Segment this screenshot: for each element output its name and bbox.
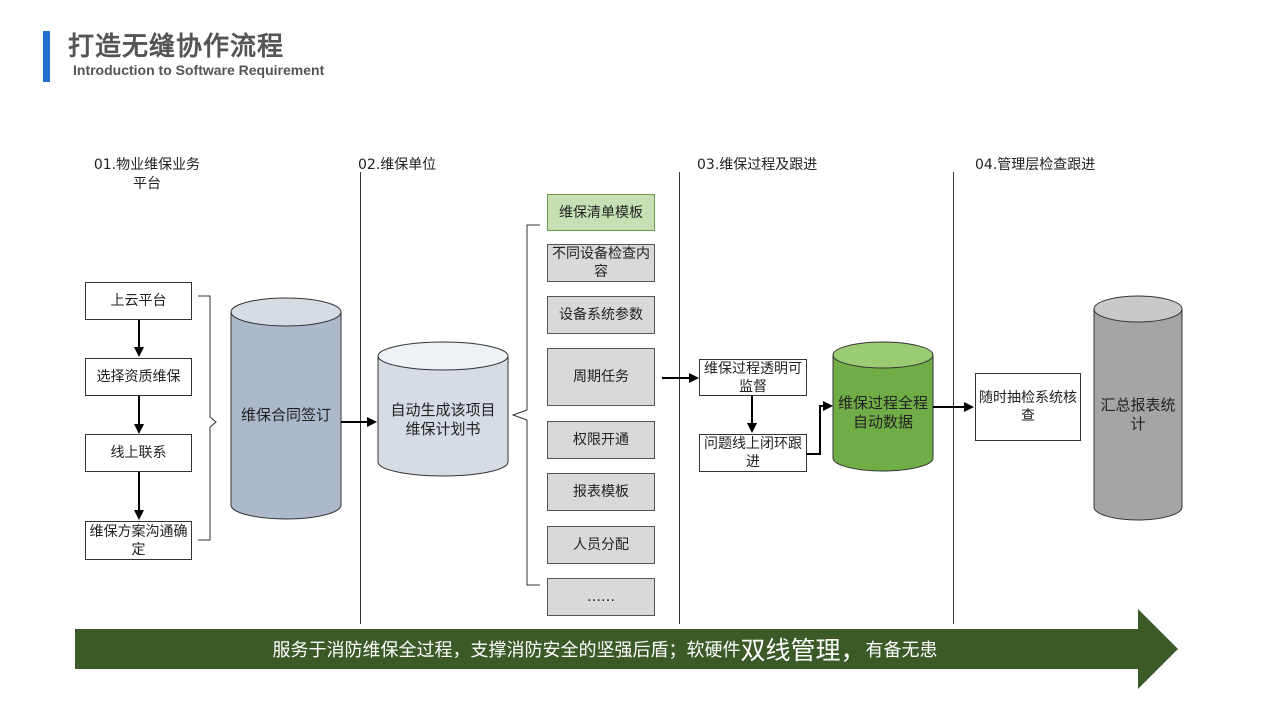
column-header-platform: 01.物业维保业务平台 bbox=[93, 157, 201, 192]
plan-item-periodic-task: 周期任务 bbox=[547, 348, 655, 406]
step-plan-confirm: 维保方案沟通确定 bbox=[85, 521, 192, 560]
auto-data-label: 维保过程全程自动数据 bbox=[838, 394, 929, 431]
plan-item-checklist-template: 维保清单模板 bbox=[547, 194, 655, 231]
column-header-management: 04.管理层检查跟进 bbox=[975, 157, 1096, 173]
report-label: 汇总报表统计 bbox=[1100, 396, 1176, 433]
column-divider bbox=[953, 172, 954, 624]
page-title: 打造无缝协作流程 bbox=[68, 32, 285, 62]
process-closed-loop: 问题线上闭环跟进 bbox=[699, 434, 807, 472]
column-divider bbox=[679, 172, 680, 624]
column-header-contractor: 02.维保单位 bbox=[358, 157, 437, 173]
report-cylinder bbox=[1093, 295, 1183, 521]
banner-text-suffix: 有备无患 bbox=[865, 640, 938, 661]
step-cloud-platform: 上云平台 bbox=[85, 282, 192, 320]
process-transparent-monitor: 维保过程透明可监督 bbox=[699, 359, 807, 396]
auto-data-cylinder bbox=[832, 341, 934, 472]
contract-label: 维保合同签订 bbox=[241, 405, 332, 424]
auto-plan-cylinder bbox=[377, 341, 509, 477]
plan-item-system-params: 设备系统参数 bbox=[547, 296, 655, 334]
plan-items-bracket bbox=[511, 224, 540, 586]
plan-item-report-template: 报表模板 bbox=[547, 473, 655, 511]
page-subtitle: Introduction to Software Requirement bbox=[73, 62, 325, 78]
banner-text-prefix: 服务于消防维保全过程，支撑消防安全的坚强后盾；软硬件 bbox=[272, 640, 741, 661]
platform-bracket bbox=[198, 295, 217, 541]
plan-item-staff-allocation: 人员分配 bbox=[547, 526, 655, 564]
plan-item-permissions: 权限开通 bbox=[547, 421, 655, 459]
column-divider bbox=[360, 172, 361, 624]
summary-banner: 服务于消防维保全过程，支撑消防安全的坚强后盾；软硬件双线管理，有备无患 bbox=[75, 629, 1135, 669]
plan-item-more: …… bbox=[547, 578, 655, 616]
summary-banner-arrow bbox=[75, 609, 1178, 689]
banner-text-emphasis: 双线管理， bbox=[740, 636, 866, 665]
step-online-contact: 线上联系 bbox=[85, 434, 192, 472]
contract-cylinder bbox=[230, 297, 342, 520]
column-header-process: 03.维保过程及跟进 bbox=[697, 157, 818, 173]
title-accent-bar bbox=[43, 31, 50, 82]
arrow-closed-loop-to-data bbox=[807, 401, 833, 455]
plan-item-inspection-content: 不同设备检查内容 bbox=[547, 244, 655, 282]
auto-plan-label: 自动生成该项目维保计划书 bbox=[390, 401, 496, 438]
step-select-contractor: 选择资质维保 bbox=[85, 358, 192, 396]
mgmt-spot-check: 随时抽检系统核查 bbox=[975, 373, 1081, 441]
